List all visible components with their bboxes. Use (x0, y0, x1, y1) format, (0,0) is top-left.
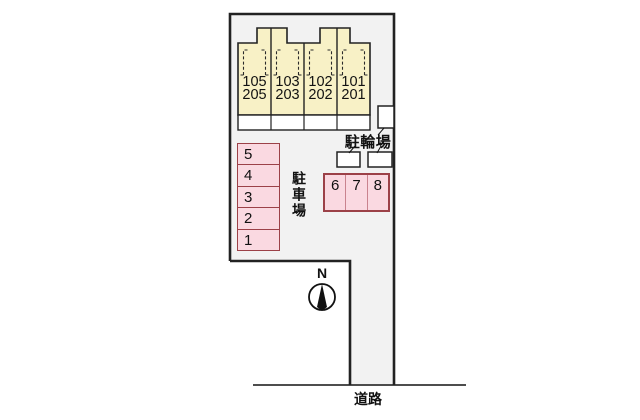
building-unit-105-205: 105 205 (238, 74, 271, 103)
road-label: 道路 (354, 391, 382, 407)
unit-number: 201 (341, 87, 366, 103)
bicycle-parking-label: 駐輪場 (344, 134, 392, 151)
parking-column-left: 5 4 3 2 1 (237, 143, 280, 252)
compass (308, 283, 336, 311)
unit-dashed-outline (240, 49, 269, 76)
parking-space-8: 8 (366, 175, 388, 210)
bicycle-parking-area (336, 151, 361, 168)
parking-space-7: 7 (345, 175, 366, 210)
building-unit-103-203: 103 203 (271, 74, 304, 103)
bicycle-parking-area (367, 151, 393, 168)
unit-number: 105 (242, 74, 267, 90)
bicycle-parking-area (377, 105, 395, 129)
parking-space-1: 1 (237, 228, 280, 252)
compass-needle (317, 284, 327, 311)
unit-number: 203 (275, 87, 300, 103)
unit-number: 102 (308, 74, 333, 90)
leader-line (377, 127, 385, 136)
parking-space-3: 3 (237, 185, 280, 209)
parking-row-right: 6 7 8 (323, 173, 390, 212)
parking-space-2: 2 (237, 207, 280, 231)
building-unit-dividers (270, 28, 338, 115)
leader-line (376, 145, 382, 154)
site-boundary (228, 12, 396, 385)
unit-dashed-outline (306, 49, 335, 76)
porch-dividers (270, 115, 338, 130)
unit-number: 103 (275, 74, 300, 90)
unit-number: 101 (341, 74, 366, 90)
building-unit-102-202: 102 202 (304, 74, 337, 103)
compass-north-label: N (316, 265, 328, 281)
parking-space-6: 6 (330, 177, 340, 194)
building-unit-101-201: 101 201 (337, 74, 370, 103)
parking-space-4: 4 (237, 164, 280, 188)
parking-space-5: 5 (237, 143, 280, 166)
unit-number: 202 (308, 87, 333, 103)
unit-number: 205 (242, 87, 267, 103)
unit-dashed-outline (339, 49, 368, 76)
parking-lot-label: 駐車場 (291, 171, 307, 219)
unit-dashed-outline (273, 49, 302, 76)
leader-line (348, 145, 356, 154)
